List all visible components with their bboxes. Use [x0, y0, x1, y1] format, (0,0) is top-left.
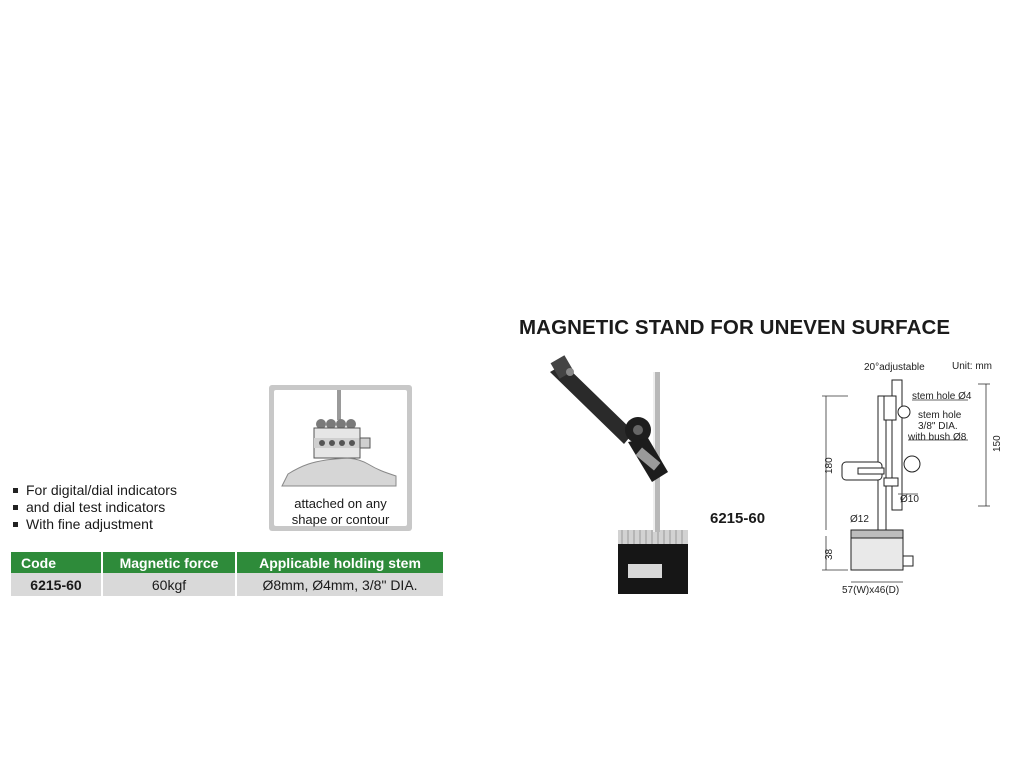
header-holding-stem: Applicable holding stem: [236, 552, 443, 573]
feature-text: and dial test indicators: [26, 499, 166, 515]
contour-caption: attached on any shape or contour: [274, 496, 407, 528]
stem-hole-dia-label: 3/8" DIA.: [918, 421, 958, 432]
d12-label: Ø12: [850, 514, 869, 525]
base-size-label: 57(W)x46(D): [842, 585, 899, 596]
feature-item: For digital/dial indicators: [10, 482, 177, 499]
with-bush-label: with bush Ø8: [907, 432, 967, 443]
contour-caption-line: attached on any: [294, 496, 387, 511]
cell-code: 6215-60: [11, 573, 103, 596]
height-150-label: 150: [992, 435, 1003, 452]
header-code: Code: [11, 552, 103, 573]
feature-item: With fine adjustment: [10, 516, 177, 533]
unit-label: Unit: mm: [952, 361, 992, 372]
stem-hole-label: stem hole: [918, 410, 962, 421]
brand-logo: [628, 564, 662, 578]
spec-table: Code Magnetic force Applicable holding s…: [11, 552, 443, 596]
page-title: MAGNETIC STAND FOR UNEVEN SURFACE: [519, 316, 951, 339]
feature-list: For digital/dial indicators and dial tes…: [10, 482, 177, 533]
product-code: 6215-60: [710, 510, 766, 527]
height-180-label: 180: [824, 457, 835, 474]
feature-item-continued: and dial test indicators: [10, 499, 177, 516]
stem-hole-4-label: stem hole Ø4: [912, 391, 972, 402]
magnetic-stand-photo: [550, 355, 688, 594]
contour-panel: attached on any shape or contour: [274, 390, 407, 528]
adjustable-label: 20°adjustable: [864, 362, 925, 373]
magnet-on-contour-icon: [281, 390, 397, 487]
table-row: 6215-60 60kgf Ø8mm, Ø4mm, 3/8" DIA.: [11, 573, 443, 596]
cell-magnetic-force: 60kgf: [102, 573, 237, 596]
dimension-drawing: Unit: mm 20°adjustable stem hole Ø4 stem…: [822, 361, 1003, 596]
table-header-row: Code Magnetic force Applicable holding s…: [11, 552, 443, 573]
contour-caption-line: shape or contour: [291, 512, 390, 527]
contour-illustration: attached on any shape or contour: [269, 385, 412, 531]
cell-holding-stem: Ø8mm, Ø4mm, 3/8" DIA.: [236, 573, 443, 596]
d10-label: Ø10: [900, 494, 919, 505]
height-38-label: 38: [824, 548, 835, 560]
header-magnetic-force: Magnetic force: [102, 552, 237, 573]
